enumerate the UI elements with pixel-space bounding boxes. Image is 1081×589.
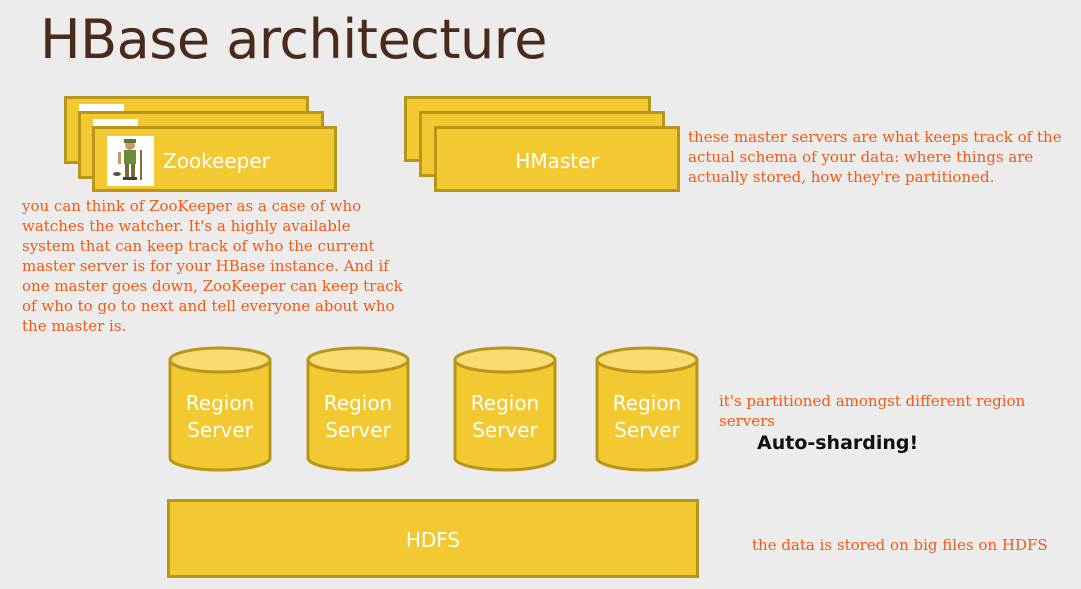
cylinder-shape: [595, 346, 699, 472]
auto-sharding-label: Auto-sharding!: [757, 432, 919, 454]
region-server: Region Server: [595, 346, 699, 472]
zookeeper-keeper-icon: [107, 136, 154, 186]
region-server: Region Server: [306, 346, 410, 472]
region-server-line1: Region: [323, 391, 393, 415]
region-server-label: Region Server: [595, 390, 699, 444]
region-server-line2: Server: [187, 418, 253, 442]
cylinder-shape: [306, 346, 410, 472]
hmaster-note: these master servers are what keeps trac…: [688, 128, 1062, 186]
region-note: it's partitioned amongst different regio…: [719, 392, 1026, 430]
hmaster-box: HMaster: [434, 126, 680, 192]
region-server-label: Region Server: [168, 390, 272, 444]
hdfs-label: HDFS: [405, 528, 461, 552]
region-server-line1: Region: [470, 391, 540, 415]
hdfs-note: the data is stored on big files on HDFS: [752, 536, 1048, 554]
region-server-line1: Region: [612, 391, 682, 415]
region-server-label: Region Server: [306, 390, 410, 444]
region-server-line2: Server: [325, 418, 391, 442]
region-server-line1: Region: [185, 391, 255, 415]
cylinder-shape: [168, 346, 272, 472]
region-server-label: Region Server: [453, 390, 557, 444]
region-server-line2: Server: [614, 418, 680, 442]
hdfs-box: HDFS: [167, 499, 699, 578]
page-title: HBase architecture: [40, 8, 548, 71]
zookeeper-box: Zookeeper: [92, 126, 337, 192]
region-server-line2: Server: [472, 418, 538, 442]
cylinder-shape: [453, 346, 557, 472]
hmaster-label: HMaster: [515, 149, 599, 173]
zookeeper-label: Zookeeper: [163, 149, 270, 173]
zookeeper-note: you can think of ZooKeeper as a case of …: [22, 197, 403, 335]
region-server: Region Server: [453, 346, 557, 472]
region-server: Region Server: [168, 346, 272, 472]
